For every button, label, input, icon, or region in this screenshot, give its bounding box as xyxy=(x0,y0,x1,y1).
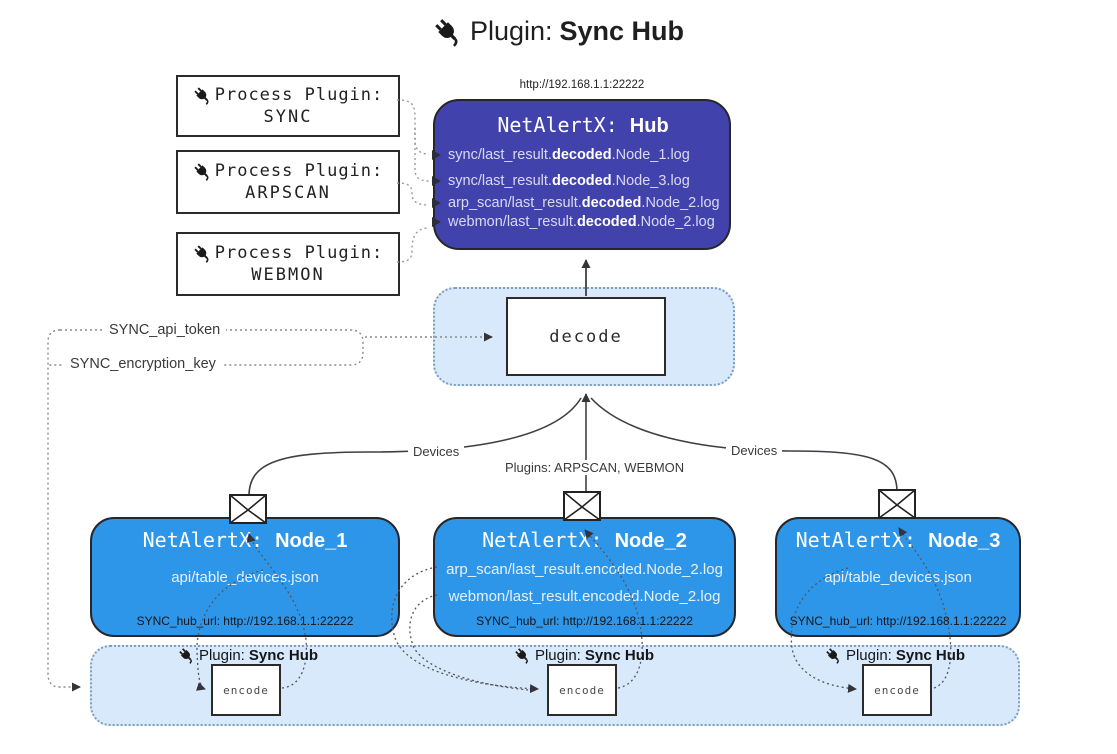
node-title-prefix: NetAlertX: xyxy=(795,528,929,552)
edge-sync-to-hub-line2 xyxy=(414,128,430,182)
page-title-prefix: Plugin: xyxy=(469,16,553,46)
node-title: NetAlertX: Node_3 xyxy=(777,528,1019,553)
process-plugin-box-arpscan: Process Plugin: ARPSCAN xyxy=(176,150,400,214)
node-hub-url: SYNC_hub_url: http://192.168.1.1:22222 xyxy=(136,614,354,628)
page-title: Plugin: Sync Hub xyxy=(0,16,1117,47)
node1-box: NetAlertX: Node_1 api/table_devices.json… xyxy=(90,517,400,637)
process-plugin-box-sync: Process Plugin: SYNC xyxy=(176,75,400,137)
band-plugin-name: Sync Hub xyxy=(248,647,319,664)
envelope-icon xyxy=(563,491,601,521)
encode-box: encode xyxy=(211,664,281,716)
hub-url: http://192.168.1.1:22222 xyxy=(519,79,645,91)
process-plugin-name: ARPSCAN xyxy=(245,183,331,203)
band-plugin-name: Sync Hub xyxy=(584,647,655,664)
hub-log-text: sync/last_result. xyxy=(448,147,552,163)
node-title-prefix: NetAlertX: xyxy=(142,528,276,552)
node-title-name: Node_2 xyxy=(614,530,687,552)
node-title: NetAlertX: Node_1 xyxy=(92,528,398,553)
plug-icon xyxy=(178,647,195,664)
hub-log-line: sync/last_result.decoded.Node_1.log xyxy=(432,147,717,163)
arrow-right-icon xyxy=(432,217,441,227)
band-plugin-prefix: Plugin: xyxy=(534,647,581,664)
hub-title-prefix: NetAlertX: xyxy=(497,113,630,137)
node-title-name: Node_1 xyxy=(275,530,348,552)
band-plugin-name: Sync Hub xyxy=(895,647,966,664)
node-title: NetAlertX: Node_2 xyxy=(435,528,734,553)
process-plugin-box-webmon: Process Plugin: WEBMON xyxy=(176,232,400,296)
plug-icon xyxy=(193,86,212,105)
process-plugin-name: WEBMON xyxy=(251,265,325,285)
devices-label-left: Devices xyxy=(408,444,465,459)
hub-log-text: .Node_1.log xyxy=(611,147,690,163)
plug-icon xyxy=(193,244,212,263)
hub-log-bold: decoded xyxy=(576,214,637,230)
node-hub-url: SYNC_hub_url: http://192.168.1.1:22222 xyxy=(476,614,693,628)
process-plugin-name: SYNC xyxy=(263,107,313,127)
process-plugin-label: Process Plugin: xyxy=(214,161,384,181)
devices-label-right: Devices xyxy=(726,443,783,458)
hub-log-line: sync/last_result.decoded.Node_3.log xyxy=(432,173,717,189)
hub-log-bold: decoded xyxy=(551,173,612,189)
band-plugin-prefix: Plugin: xyxy=(198,647,245,664)
decode-box: decode xyxy=(506,297,666,376)
hub-log-text: sync/last_result. xyxy=(448,173,552,189)
hub-box: NetAlertX: Hub sync/last_result.decoded.… xyxy=(432,99,731,250)
edge-sync-to-hub-line1 xyxy=(396,99,430,155)
hub-log-line: arp_scan/last_result.decoded.Node_2.log xyxy=(432,195,720,211)
edge-webmon-to-hub-line4 xyxy=(396,227,430,263)
hub-title-name: Hub xyxy=(629,115,669,137)
plug-icon xyxy=(514,647,531,664)
page-title-name: Sync Hub xyxy=(559,16,685,46)
hub-log-text: webmon/last_result. xyxy=(448,214,577,230)
encode-box: encode xyxy=(547,664,617,716)
process-plugin-label: Process Plugin: xyxy=(214,243,384,263)
hub-log-bold: decoded xyxy=(551,147,612,163)
hub-title: NetAlertX: Hub xyxy=(449,113,717,138)
hub-log-text: .Node_2.log xyxy=(636,214,715,230)
node-file-line: webmon/last_result.encoded.Node_2.log xyxy=(448,588,721,605)
node3-box: NetAlertX: Node_3 api/table_devices.json… xyxy=(775,517,1021,637)
node-title-name: Node_3 xyxy=(928,530,1001,552)
process-plugin-label: Process Plugin: xyxy=(214,85,384,105)
node-file-line: api/table_devices.json xyxy=(171,569,319,586)
node-title-prefix: NetAlertX: xyxy=(482,528,615,552)
sync-api-token-label: SYNC_api_token xyxy=(103,322,227,338)
hub-log-text: .Node_3.log xyxy=(611,173,690,189)
hub-log-bold: decoded xyxy=(581,195,642,211)
band-plugin-label: Plugin: Sync Hub xyxy=(148,647,348,664)
band-plugin-prefix: Plugin: xyxy=(845,647,892,664)
arrow-right-icon xyxy=(432,176,441,186)
hub-log-text: arp_scan/last_result. xyxy=(448,195,582,211)
band-plugin-label: Plugin: Sync Hub xyxy=(795,647,995,664)
node-hub-url: SYNC_hub_url: http://192.168.1.1:22222 xyxy=(789,614,1007,628)
plug-icon xyxy=(825,647,842,664)
edge-config-down-to-band xyxy=(47,329,81,692)
node2-box: NetAlertX: Node_2 arp_scan/last_result.e… xyxy=(433,517,736,637)
hub-log-text: .Node_2.log xyxy=(641,195,720,211)
node-file-line: api/table_devices.json xyxy=(824,569,972,586)
envelope-icon xyxy=(229,494,267,524)
arrow-right-icon xyxy=(432,198,441,208)
plugins-label-center: Plugins: ARPSCAN, WEBMON xyxy=(500,460,690,475)
sync-encryption-key-label: SYNC_encryption_key xyxy=(64,356,222,372)
edge-arpscan-to-hub-line3 xyxy=(396,182,430,206)
node-file-line: arp_scan/last_result.encoded.Node_2.log xyxy=(446,561,723,578)
encode-box: encode xyxy=(862,664,932,716)
plug-icon xyxy=(193,162,212,181)
plug-icon xyxy=(433,17,463,47)
hub-log-line: webmon/last_result.decoded.Node_2.log xyxy=(432,214,717,230)
arrow-right-icon xyxy=(432,150,441,160)
band-plugin-label: Plugin: Sync Hub xyxy=(484,647,684,664)
envelope-icon xyxy=(878,489,916,519)
